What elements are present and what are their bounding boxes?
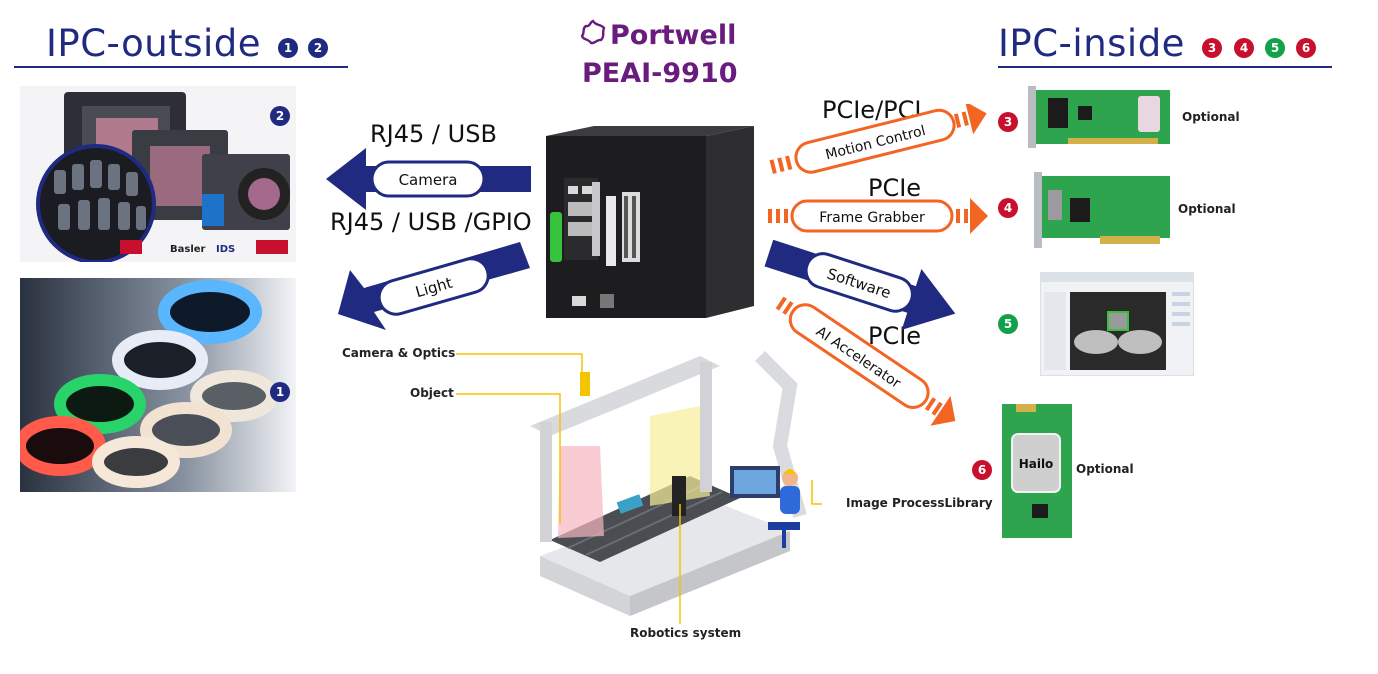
item-3-marker: 3 xyxy=(998,112,1018,132)
camera-interface-bottom: RJ45 / USB /GPIO xyxy=(330,208,532,236)
item-6-label: Optional xyxy=(1076,462,1134,476)
outside-marker-1: 1 xyxy=(278,38,298,58)
camera-marker: 2 xyxy=(270,106,290,126)
embedded-pc-image xyxy=(546,126,754,318)
callout-lines xyxy=(456,353,822,624)
item-4-marker: 4 xyxy=(998,198,1018,218)
frame-grabber-arrow-label: Frame Grabber xyxy=(819,210,925,226)
inside-marker-4: 4 xyxy=(1234,38,1254,58)
outside-marker-2: 2 xyxy=(308,38,328,58)
frame-grabber-arrow-icon: Frame Grabber xyxy=(768,198,988,234)
frame-interface-top: PCIe xyxy=(868,174,922,202)
factory-scene-image xyxy=(530,351,807,616)
svg-text:Basler: Basler xyxy=(170,244,206,255)
motion-arrow-icon: Motion Control xyxy=(769,104,987,174)
callout-robotics: Robotics system xyxy=(630,626,742,640)
item-5-marker: 5 xyxy=(998,314,1018,334)
camera-interface-top: RJ45 / USB xyxy=(370,120,497,148)
inside-underline xyxy=(998,66,1332,68)
ai-accelerator-arrow-icon: AI Accelerator xyxy=(775,296,956,426)
outside-underline xyxy=(14,66,348,68)
callout-object: Object xyxy=(410,386,454,400)
ring-lights-image xyxy=(20,278,296,492)
light-marker: 1 xyxy=(270,382,290,402)
callout-camera-optics: Camera & Optics xyxy=(342,346,456,360)
industrial-cameras-image: Basler IDS xyxy=(20,86,296,262)
item-4-label: Optional xyxy=(1178,202,1236,216)
svg-text:IDS: IDS xyxy=(216,244,235,255)
camera-arrow-label: Camera xyxy=(399,171,458,189)
motion-control-card-image xyxy=(1028,86,1170,148)
inside-marker-3: 3 xyxy=(1202,38,1222,58)
portwell-logo-icon xyxy=(580,19,606,45)
camera-arrow-icon: Camera xyxy=(326,148,531,210)
ai-accelerator-card-image: Hailo xyxy=(1002,404,1072,538)
light-arrow-icon: Light xyxy=(338,242,530,330)
item-3-label: Optional xyxy=(1182,110,1240,124)
software-arrow-icon: Software xyxy=(764,239,956,330)
inside-marker-5: 5 xyxy=(1265,38,1285,58)
software-screenshot-image xyxy=(1040,272,1194,376)
brand-name: Portwell xyxy=(610,20,737,51)
ipc-inside-title: IPC-inside xyxy=(998,22,1185,65)
frame-grabber-card-image xyxy=(1034,172,1170,248)
callout-image-library: Image ProcessLibrary xyxy=(846,496,993,510)
inside-marker-6: 6 xyxy=(1296,38,1316,58)
brand-model: PEAI-9910 xyxy=(582,58,738,89)
ipc-outside-title: IPC-outside xyxy=(46,22,261,65)
ai-chip-text: Hailo xyxy=(1019,457,1054,471)
item-6-marker: 6 xyxy=(972,460,992,480)
